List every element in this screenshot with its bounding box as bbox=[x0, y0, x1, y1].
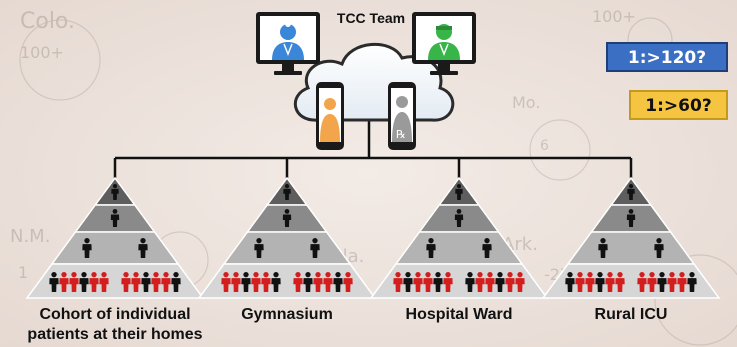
map-label: N.M. bbox=[10, 226, 50, 247]
patient-icon bbox=[575, 272, 585, 292]
patient-icon bbox=[313, 272, 323, 292]
team-label: TCC Team bbox=[336, 10, 406, 26]
rx-icon: ℞ bbox=[396, 128, 406, 141]
person-icon bbox=[82, 238, 92, 258]
patient-icon bbox=[403, 272, 413, 292]
patient-icon bbox=[333, 272, 343, 292]
person-icon bbox=[110, 209, 120, 227]
person-gray-icon bbox=[392, 96, 412, 142]
person-orange-icon bbox=[320, 98, 340, 142]
patient-icon bbox=[99, 272, 109, 292]
patient-icon bbox=[657, 272, 667, 292]
person-icon bbox=[598, 238, 608, 258]
patient-icon bbox=[677, 272, 687, 292]
patient-icon bbox=[687, 272, 697, 292]
patient-icon bbox=[413, 272, 423, 292]
patient-icon bbox=[171, 272, 181, 292]
map-label: 100+ bbox=[20, 43, 64, 62]
pyramids bbox=[25, 176, 721, 299]
person-icon bbox=[282, 209, 292, 227]
person-icon bbox=[310, 238, 320, 258]
monitor-icon-right bbox=[412, 12, 476, 75]
patient-icon bbox=[505, 272, 515, 292]
setting-label-home-line2: patients at their homes bbox=[27, 326, 203, 343]
doctor-green-icon bbox=[428, 24, 460, 60]
patient-icon bbox=[79, 272, 89, 292]
pyramid-1 bbox=[25, 176, 205, 299]
person-icon bbox=[111, 184, 119, 200]
map-label: 1 bbox=[18, 263, 28, 282]
person-icon bbox=[454, 209, 464, 227]
patient-icon bbox=[69, 272, 79, 292]
patient-icon bbox=[393, 272, 403, 292]
patient-icon bbox=[151, 272, 161, 292]
ratio-badge-yellow: 1:>60? bbox=[629, 90, 728, 120]
map-label: Mo. bbox=[512, 93, 540, 112]
patient-icon bbox=[89, 272, 99, 292]
patient-icon bbox=[59, 272, 69, 292]
setting-label-gymnasium: Gymnasium bbox=[241, 306, 333, 323]
doctor-blue-icon bbox=[272, 21, 304, 60]
patient-icon bbox=[121, 272, 131, 292]
patient-icon bbox=[433, 272, 443, 292]
person-icon bbox=[254, 238, 264, 258]
patient-icon bbox=[241, 272, 251, 292]
patient-icon bbox=[343, 272, 353, 292]
person-icon bbox=[627, 184, 635, 200]
setting-label-home-line1: Cohort of individual bbox=[39, 306, 191, 323]
monitor-icon-left bbox=[256, 12, 320, 75]
pyramid-3 bbox=[369, 176, 549, 299]
patient-icon bbox=[465, 272, 475, 292]
person-icon bbox=[426, 238, 436, 258]
patient-icon bbox=[221, 272, 231, 292]
map-label: 100+ bbox=[592, 7, 636, 26]
patient-icon bbox=[261, 272, 271, 292]
person-icon bbox=[482, 238, 492, 258]
person-icon bbox=[626, 209, 636, 227]
patient-icon bbox=[141, 272, 151, 292]
smartphone-icon-left bbox=[316, 82, 344, 150]
person-icon bbox=[138, 238, 148, 258]
ratio-badge-blue: 1:>120? bbox=[606, 42, 728, 72]
patient-icon bbox=[303, 272, 313, 292]
patient-icon bbox=[595, 272, 605, 292]
patient-icon bbox=[293, 272, 303, 292]
patient-icon bbox=[251, 272, 261, 292]
patient-icon bbox=[131, 272, 141, 292]
map-label: 6 bbox=[540, 138, 549, 154]
person-icon bbox=[283, 184, 291, 200]
pyramid-2 bbox=[197, 176, 377, 299]
connector-tree bbox=[113, 118, 633, 178]
patient-icon bbox=[637, 272, 647, 292]
patient-icon bbox=[605, 272, 615, 292]
person-icon bbox=[455, 184, 463, 200]
map-label: Colo. bbox=[20, 9, 75, 34]
setting-label-hospital-ward: Hospital Ward bbox=[405, 306, 513, 323]
setting-label-home: Cohort of individual patients at their h… bbox=[8, 305, 222, 345]
patient-icon bbox=[495, 272, 505, 292]
setting-label-rural-icu: Rural ICU bbox=[594, 306, 668, 323]
patient-icon bbox=[615, 272, 625, 292]
patient-icon bbox=[271, 272, 281, 292]
patient-icon bbox=[231, 272, 241, 292]
person-icon bbox=[654, 238, 664, 258]
patient-icon bbox=[485, 272, 495, 292]
patient-icon bbox=[565, 272, 575, 292]
patient-icon bbox=[667, 272, 677, 292]
patient-icon bbox=[475, 272, 485, 292]
smartphone-icon-right: ℞ bbox=[388, 82, 416, 150]
patient-icon bbox=[585, 272, 595, 292]
patient-icon bbox=[49, 272, 59, 292]
patient-icon bbox=[423, 272, 433, 292]
patient-icon bbox=[515, 272, 525, 292]
pyramid-tier-4 bbox=[541, 263, 721, 299]
patient-icon bbox=[443, 272, 453, 292]
patient-icon bbox=[323, 272, 333, 292]
pyramid-4 bbox=[541, 176, 721, 299]
patient-icon bbox=[647, 272, 657, 292]
patient-icon bbox=[161, 272, 171, 292]
